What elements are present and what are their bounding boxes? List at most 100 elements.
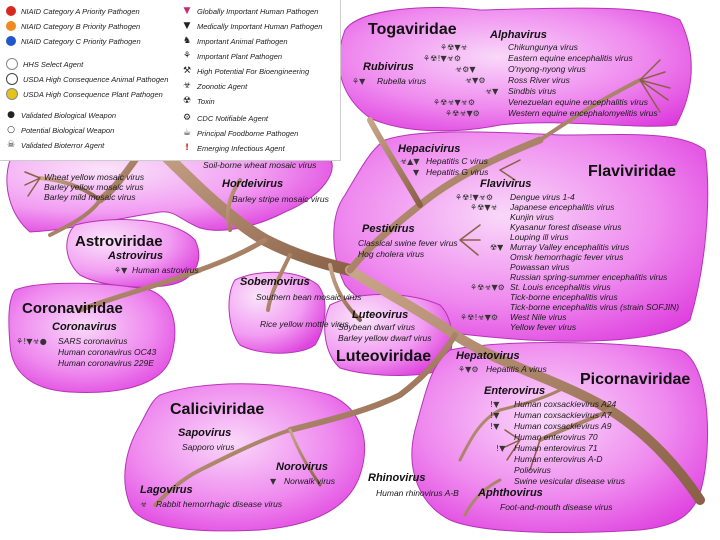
pink-flag-icon: ▼ [183, 6, 191, 16]
genus-lagovirus: Lagovirus [140, 484, 193, 496]
species-label: Sindbis virus [508, 86, 557, 96]
legend-label: NIAID Category B Priority Pathogen [21, 21, 141, 31]
legend-item: ⚘Important Plant Pathogen [182, 51, 282, 61]
species-label: Human coxsackievirus A7 [514, 410, 612, 420]
genus-norovirus: Norovirus [276, 461, 328, 473]
legend-item: NIAID Category C Priority Pathogen [6, 36, 141, 46]
species-label: Tick-borne encephalitis virus [510, 292, 618, 302]
pathogen-icons: ⚘☢!☣▼⚙ [460, 313, 498, 322]
usda-plant-seal-icon [6, 88, 18, 100]
pathogen-icons: ⚘☢▼☣ [440, 43, 468, 52]
pathogen-icons: ▼ [270, 477, 277, 486]
pathogen-icons: ⚘▼⚙ [458, 365, 479, 374]
species-label: Human coronavirus OC43 [58, 347, 157, 357]
foodborne-icon: ☕ [182, 128, 192, 138]
pathogen-icons: !▼ [490, 422, 500, 431]
legend-label: Validated Bioterror Agent [21, 140, 105, 150]
genus-enterovirus: Enterovirus [484, 385, 545, 397]
family-title-picornaviridae: Picornaviridae [580, 371, 690, 388]
species-label: Southern bean mosaic virus [256, 292, 362, 302]
pathogen-icons: ⚘☢☣▼⚙ [445, 109, 480, 118]
species-label: Sapporo virus [182, 442, 235, 452]
species-label: Barley mild mosaic virus [44, 192, 136, 202]
genus-alphavirus: Alphavirus [489, 29, 547, 41]
usda-seal-icon [6, 73, 18, 85]
species-label: Barley yellow dwarf virus [338, 333, 432, 343]
genus-hepatovirus: Hepatovirus [456, 350, 520, 362]
species-label: Barley stripe mosaic virus [232, 194, 330, 204]
legend-item: ●Validated Biological Weapon [6, 110, 116, 120]
species-label: Tick-borne encephalitis virus (strain SO… [510, 302, 679, 312]
legend-item: ☢Toxin [182, 96, 215, 106]
species-label: Hepatitis A virus [486, 364, 548, 374]
pathogen-icons: ⚘☢☣▼⚙ [470, 283, 505, 292]
legend-item: !Emerging Infectious Agent [182, 143, 285, 153]
species-label: Russian spring-summer encephalitis virus [510, 272, 668, 282]
species-label: Rice yellow mottle virus [260, 319, 350, 329]
pathogen-icons: !▼ [490, 411, 500, 420]
hhs-seal-icon [6, 58, 18, 70]
blue-circle-icon [6, 36, 16, 46]
species-label: Chikungunya virus [508, 42, 579, 52]
species-label: Kunjin virus [510, 212, 555, 222]
genus-hepacivirus: Hepacivirus [398, 143, 460, 155]
species-label: Soil-borne wheat mosaic virus [203, 160, 317, 170]
family-title-coronaviridae: Coronaviridae [22, 300, 123, 317]
genus-flavivirus: Flavivirus [480, 178, 531, 190]
legend-item: ☕Principal Foodborne Pathogen [182, 128, 298, 138]
legend-item: NIAID Category A Priority Pathogen [6, 6, 140, 16]
legend-item: ○Potential Biological Weapon [6, 125, 114, 135]
species-label: Human astrovirus [132, 265, 199, 275]
species-label: Human coronavirus 229E [58, 358, 154, 368]
genus-luteovirus: Luteovirus [352, 309, 408, 321]
species-label: Norwalk virus [284, 476, 336, 486]
species-label: Soybean dwarf virus [338, 322, 416, 332]
genus-rhinovirus: Rhinovirus [368, 472, 425, 484]
species-label: Rabbit hemorrhagic disease virus [156, 499, 283, 509]
legend-label: NIAID Category C Priority Pathogen [21, 36, 141, 46]
pathogen-icons: ⚘☢☣▼☣⚙ [433, 98, 475, 107]
legend-label: Zoonotic Agent [197, 81, 248, 91]
pathogen-icons: ⚘☢!▼☣⚙ [423, 54, 461, 63]
flaviviridae-region [333, 131, 709, 342]
legend-item: HHS Select Agent [6, 58, 83, 70]
legend-item: ☣Zoonotic Agent [182, 81, 247, 91]
legend-item: ▼ Medically Important Human Pathogen [182, 21, 323, 31]
plant-icon: ⚘ [182, 51, 192, 61]
pathogen-icons: ☣⚙▼ [455, 65, 476, 74]
genus-rubivirus: Rubivirus [363, 61, 414, 73]
family-title-togaviridae: Togaviridae [368, 21, 457, 38]
species-label: Powassan virus [510, 262, 570, 272]
pathogen-icons: ⚘!▼☣● [16, 337, 47, 346]
black-flag-icon: ▼ [183, 21, 191, 31]
genus-aphthovirus: Aphthovirus [477, 487, 543, 499]
species-label: Human enterovirus A-D [514, 454, 603, 464]
cdc-icon: ⚙ [182, 113, 192, 123]
species-label: Poliovirus [514, 465, 552, 475]
legend-label: High Potential For Bioengineering [197, 66, 310, 76]
pathogen-icons: ☣▼⚙ [465, 76, 486, 85]
legend-item: ♞Important Animal Pathogen [182, 36, 288, 46]
family-title-flaviviridae: Flaviviridae [588, 163, 676, 180]
species-label: Human enterovirus 70 [514, 432, 598, 442]
legend-label: Medically Important Human Pathogen [197, 21, 323, 31]
genus-astrovirus: Astrovirus [107, 250, 163, 262]
species-label: Hog cholera virus [358, 249, 425, 259]
skull-icon: ☠ [6, 140, 16, 150]
family-title-astroviridae: Astroviridae [75, 233, 163, 250]
species-label: Kyasanur forest disease virus [510, 222, 622, 232]
species-label: Venezuelan equine encephalitis virus [508, 97, 649, 107]
species-label: Human coxsackievirus A24 [514, 399, 616, 409]
genus-sapovirus: Sapovirus [178, 427, 231, 439]
genus-sobemovirus: Sobemovirus [240, 276, 310, 288]
legend-item: ⚙ CDC Notifiable Agent [182, 113, 268, 123]
species-label: Hepatitis C virus [426, 156, 489, 166]
pathogen-icons: ⚘▼ [352, 77, 366, 86]
legend-label: NIAID Category A Priority Pathogen [21, 6, 140, 16]
genus-pestivirus: Pestivirus [362, 223, 415, 235]
genus-hordeivirus: Hordeivirus [222, 178, 283, 190]
legend-label: CDC Notifiable Agent [197, 113, 269, 123]
pathogen-icons: ⚘☢!▼☣⚙ [455, 193, 493, 202]
toxin-icon: ☢ [182, 96, 192, 106]
